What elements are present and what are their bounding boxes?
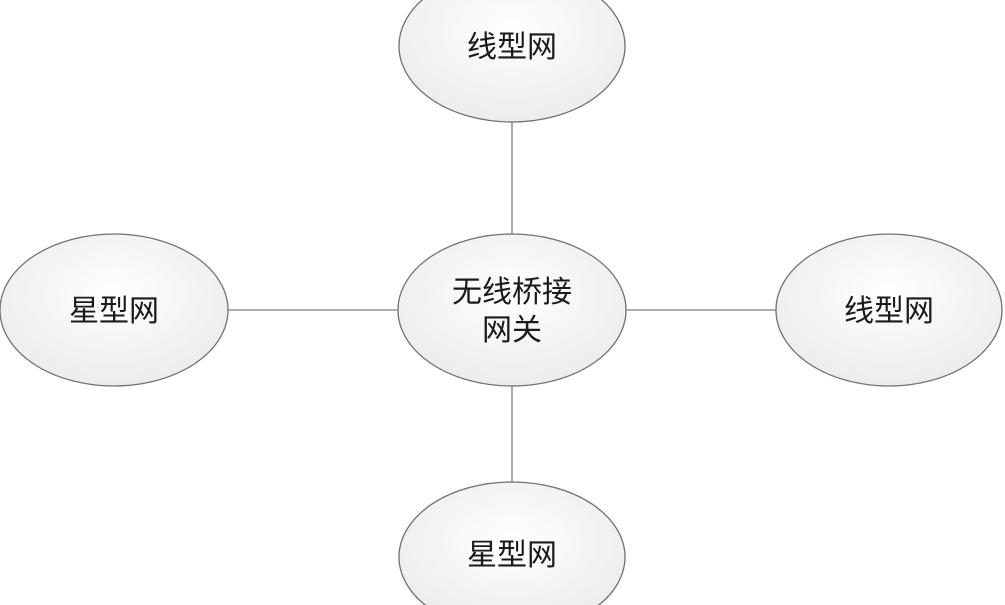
node-bottom: 星型网 bbox=[398, 481, 626, 605]
node-bottom-ellipse bbox=[398, 481, 626, 605]
node-center-label-line1: 无线桥接 bbox=[452, 275, 572, 310]
node-right-ellipse bbox=[775, 233, 1003, 387]
node-top-ellipse bbox=[398, 0, 626, 123]
node-left: 星型网 bbox=[0, 233, 229, 387]
node-center-ellipse bbox=[397, 233, 627, 387]
node-left-label: 星型网 bbox=[69, 294, 159, 329]
node-right: 线型网 bbox=[775, 233, 1003, 387]
node-right-label: 线型网 bbox=[844, 294, 934, 329]
node-center-label-line2: 网关 bbox=[482, 313, 542, 348]
node-top-label: 线型网 bbox=[467, 30, 557, 65]
node-top: 线型网 bbox=[398, 0, 626, 123]
node-left-ellipse bbox=[0, 233, 229, 387]
node-bottom-label: 星型网 bbox=[467, 538, 557, 573]
node-center: 无线桥接 网关 bbox=[397, 233, 627, 387]
